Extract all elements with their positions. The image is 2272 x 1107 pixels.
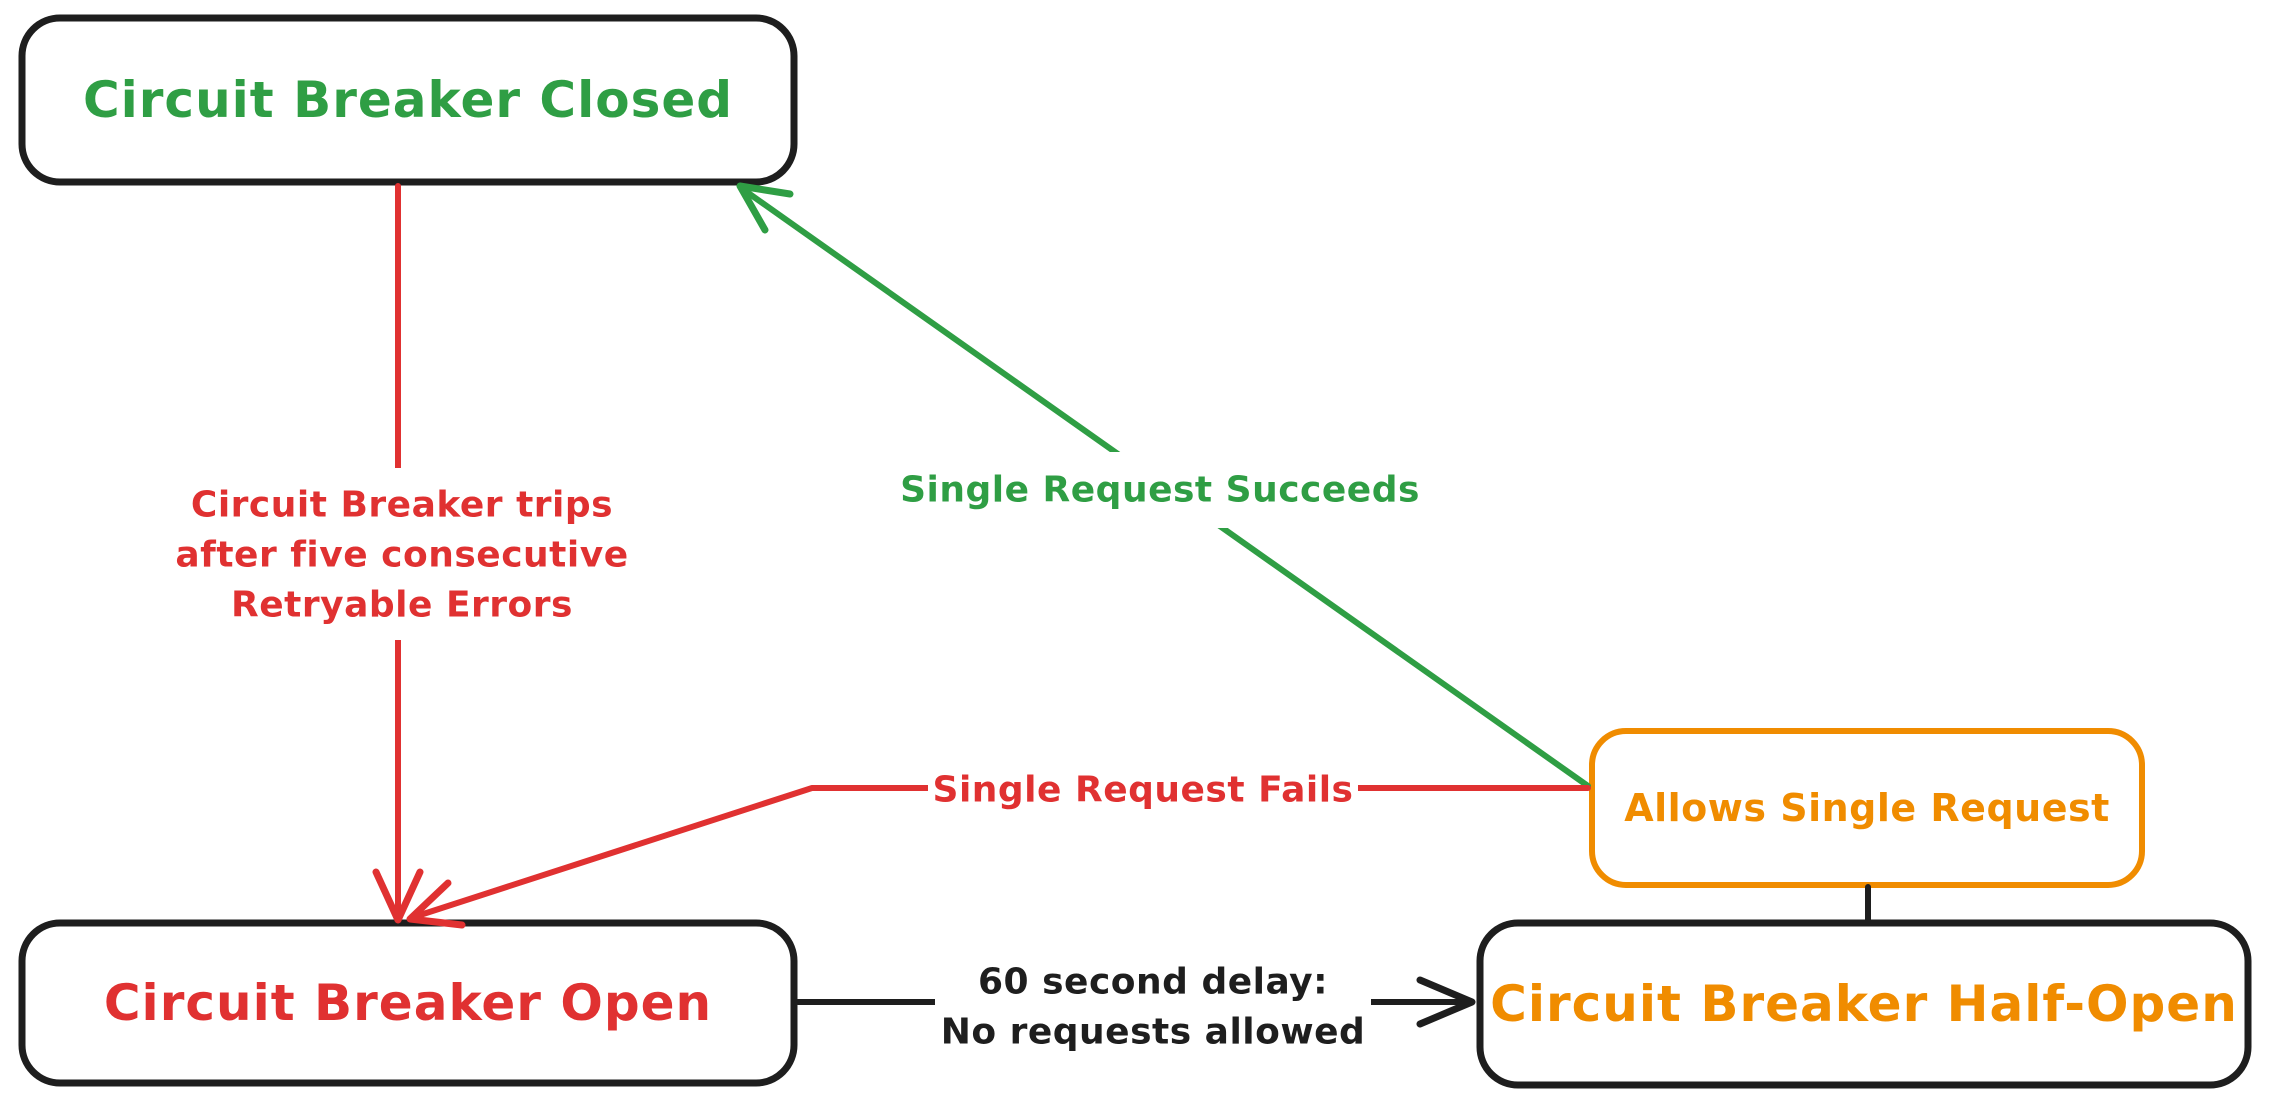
delay-label-line-2: No requests allowed bbox=[941, 1012, 1366, 1053]
trip-label-line-3: Retryable Errors bbox=[231, 585, 573, 626]
edge-trip: Circuit Breaker trips after five consecu… bbox=[162, 183, 644, 924]
delay-label-line-1: 60 second delay: bbox=[978, 962, 1328, 1003]
delay-label-background bbox=[935, 950, 1371, 1056]
trip-arrowhead-icon bbox=[372, 868, 424, 924]
node-circuit-breaker-closed: Circuit Breaker Closed bbox=[18, 14, 798, 186]
trip-label-line-1: Circuit Breaker trips bbox=[191, 485, 613, 526]
half-open-state-label: Circuit Breaker Half-Open bbox=[1490, 975, 2238, 1033]
allows-single-request-label: Allows Single Request bbox=[1624, 786, 2110, 830]
half-open-state-box bbox=[1476, 919, 2252, 1089]
succeeds-arrowhead-icon bbox=[736, 182, 794, 234]
trip-label-background bbox=[162, 468, 644, 640]
trip-label-line-2: after five consecutive bbox=[175, 535, 628, 576]
node-circuit-breaker-half-open: Circuit Breaker Half-Open bbox=[1476, 919, 2252, 1089]
open-state-box bbox=[18, 919, 798, 1087]
edge-fails: Single Request Fails bbox=[406, 754, 1591, 929]
succeeds-label: Single Request Succeeds bbox=[900, 470, 1420, 511]
closed-state-label: Circuit Breaker Closed bbox=[83, 71, 733, 129]
node-circuit-breaker-open: Circuit Breaker Open bbox=[18, 919, 798, 1087]
closed-state-box bbox=[18, 14, 798, 186]
edge-succeeds: Single Request Succeeds bbox=[736, 182, 1591, 789]
fails-arrowhead-icon bbox=[406, 879, 466, 929]
edge-delay: 60 second delay: No requests allowed bbox=[795, 950, 1476, 1056]
open-state-label: Circuit Breaker Open bbox=[104, 974, 712, 1032]
node-allows-single-request: Allows Single Request bbox=[1589, 728, 2145, 888]
delay-arrowhead-icon bbox=[1416, 976, 1476, 1028]
succeeds-label-background bbox=[900, 452, 1420, 528]
fails-label: Single Request Fails bbox=[933, 770, 1354, 811]
fails-label-background bbox=[928, 754, 1358, 826]
